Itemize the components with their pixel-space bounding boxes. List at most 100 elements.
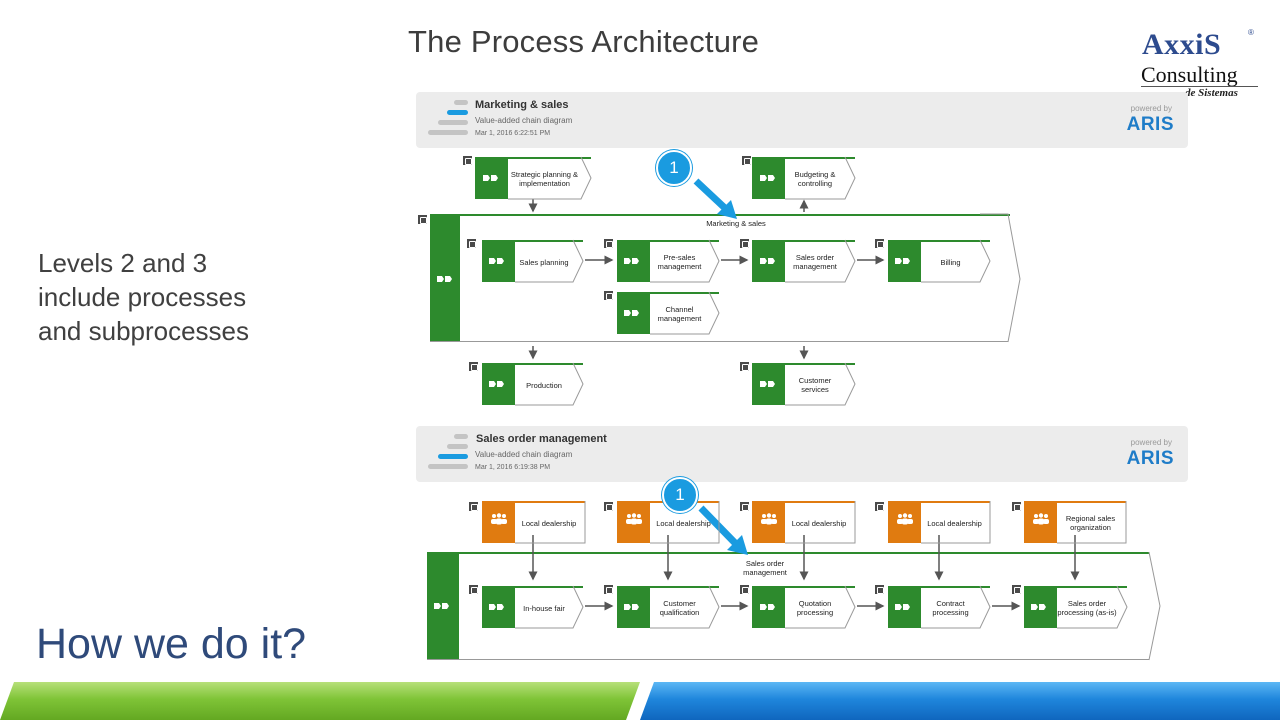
node-label: Regional sales organization bbox=[1065, 514, 1116, 532]
process-chevron-icon bbox=[752, 242, 785, 282]
process-chevron-icon bbox=[617, 588, 650, 628]
people-group-icon bbox=[617, 503, 650, 543]
diagram-date: Mar 1, 2016 6:22:51 PM bbox=[475, 130, 551, 137]
org-node-local-dealership[interactable]: Local dealership bbox=[482, 501, 585, 543]
node-sales-planning[interactable]: Sales planning bbox=[482, 240, 583, 282]
people-group-icon bbox=[888, 503, 921, 543]
assignment-icon bbox=[604, 291, 613, 300]
logo-rule bbox=[1141, 86, 1258, 87]
axxis-logo: AxxiS ® Consulting de Sistemas bbox=[1130, 28, 1280, 104]
diagram-title: Marketing & sales bbox=[475, 99, 569, 111]
bottom-title: How we do it? bbox=[36, 620, 307, 668]
aris-logo: ARIS bbox=[1126, 448, 1174, 469]
node-label: Local dealership bbox=[927, 518, 982, 528]
org-node-local-dealership[interactable]: Local dealership bbox=[752, 501, 855, 543]
assignment-icon bbox=[740, 502, 749, 511]
node-in-house-fair[interactable]: In-house fair bbox=[482, 586, 583, 628]
org-node-local-dealership[interactable]: Local dealership bbox=[888, 501, 990, 543]
node-label: Channel management bbox=[657, 305, 702, 323]
assignment-icon bbox=[740, 362, 749, 371]
process-chevron-icon bbox=[752, 365, 785, 405]
org-node-regional-sales[interactable]: Regional sales organization bbox=[1024, 501, 1126, 543]
people-group-icon bbox=[1024, 503, 1057, 543]
aris-logo: ARIS bbox=[1126, 114, 1174, 135]
assignment-icon bbox=[875, 585, 884, 594]
assignment-icon bbox=[1012, 502, 1021, 511]
frame-title: Marketing & sales bbox=[706, 219, 766, 228]
assignment-icon bbox=[1012, 585, 1021, 594]
node-sales-order-management[interactable]: Sales order management bbox=[752, 240, 855, 282]
frame-process-bar bbox=[430, 214, 460, 342]
diagram-subtitle: Value-added chain diagram bbox=[475, 450, 573, 459]
assignment-icon bbox=[418, 215, 427, 224]
process-chevron-icon bbox=[752, 588, 785, 628]
node-label: In-house fair bbox=[523, 603, 565, 613]
callout-badge: 1 bbox=[662, 477, 698, 513]
node-presales-management[interactable]: Pre-sales management bbox=[617, 240, 719, 282]
assignment-icon bbox=[463, 156, 472, 165]
process-chevron-icon bbox=[617, 294, 650, 334]
powered-by-label: powered by bbox=[1130, 438, 1172, 447]
frame-title: Sales order management bbox=[743, 559, 787, 577]
logo-brand: AxxiS bbox=[1142, 28, 1222, 61]
process-chevron-icon bbox=[482, 242, 515, 282]
diagram-subtitle: Value-added chain diagram bbox=[475, 116, 573, 125]
node-billing[interactable]: Billing bbox=[888, 240, 990, 282]
logo-registered: ® bbox=[1248, 28, 1254, 37]
node-customer-qualification[interactable]: Customer qualification bbox=[617, 586, 719, 628]
process-chevron-icon bbox=[475, 159, 508, 199]
process-chevron-icon bbox=[617, 242, 650, 282]
process-chevron-icon bbox=[1024, 588, 1057, 628]
logo-line2: Consulting bbox=[1141, 62, 1238, 87]
node-customer-services[interactable]: Customer services bbox=[752, 363, 855, 405]
powered-by-label: powered by bbox=[1130, 104, 1172, 113]
diagram-date: Mar 1, 2016 6:19:38 PM bbox=[475, 464, 551, 471]
assignment-icon bbox=[740, 239, 749, 248]
process-chevron-icon bbox=[482, 588, 515, 628]
node-strategic-planning[interactable]: Strategic planning & implementation bbox=[475, 157, 591, 199]
assignment-icon bbox=[875, 502, 884, 511]
node-label: Sales planning bbox=[519, 257, 569, 267]
assignment-icon bbox=[604, 239, 613, 248]
assignment-icon bbox=[469, 362, 478, 371]
footer-band-blue bbox=[640, 682, 1280, 720]
assignment-icon bbox=[604, 585, 613, 594]
node-label: Sales order management bbox=[793, 253, 837, 271]
assignment-icon bbox=[740, 585, 749, 594]
logo-line3: de Sistemas bbox=[1185, 87, 1238, 99]
process-chevron-icon bbox=[888, 242, 921, 282]
assignment-icon bbox=[875, 239, 884, 248]
node-sales-order-processing[interactable]: Sales order processing (as-is) bbox=[1024, 586, 1127, 628]
node-label: Billing bbox=[940, 257, 961, 267]
node-quotation-processing[interactable]: Quotation processing bbox=[752, 586, 855, 628]
assignment-icon bbox=[742, 156, 751, 165]
node-label: Local dealership bbox=[791, 518, 847, 528]
node-contract-processing[interactable]: Contract processing bbox=[888, 586, 990, 628]
callout-badge: 1 bbox=[656, 150, 692, 186]
node-label: Production bbox=[526, 380, 562, 390]
node-label: Contract processing bbox=[932, 599, 969, 617]
assignment-icon bbox=[469, 585, 478, 594]
footer-band-green bbox=[0, 682, 640, 720]
process-chevron-icon bbox=[888, 588, 921, 628]
side-text-line: and subprocesses bbox=[38, 316, 250, 346]
node-production[interactable]: Production bbox=[482, 363, 583, 405]
diagram-title: Sales order management bbox=[476, 433, 607, 445]
people-group-icon bbox=[752, 503, 785, 543]
process-chevron-icon bbox=[752, 159, 785, 199]
node-budgeting-controlling[interactable]: Budgeting & controlling bbox=[752, 157, 855, 199]
side-text-line: include processes bbox=[38, 282, 247, 312]
assignment-icon bbox=[604, 502, 613, 511]
assignment-icon bbox=[469, 502, 478, 511]
node-label: Quotation processing bbox=[796, 599, 834, 617]
diagram2-header: Sales order management Value-added chain… bbox=[416, 426, 1188, 482]
side-description: Levels 2 and 3 include processes and sub… bbox=[38, 246, 249, 348]
slide-title: The Process Architecture bbox=[408, 24, 760, 59]
node-channel-management[interactable]: Channel management bbox=[617, 292, 719, 334]
node-label: Budgeting & controlling bbox=[794, 170, 836, 188]
process-chevron-icon bbox=[482, 365, 515, 405]
assignment-icon bbox=[467, 239, 476, 248]
people-group-icon bbox=[482, 503, 515, 543]
diagram1-header: Marketing & sales Value-added chain diag… bbox=[416, 92, 1188, 148]
node-label: Customer services bbox=[798, 376, 832, 394]
